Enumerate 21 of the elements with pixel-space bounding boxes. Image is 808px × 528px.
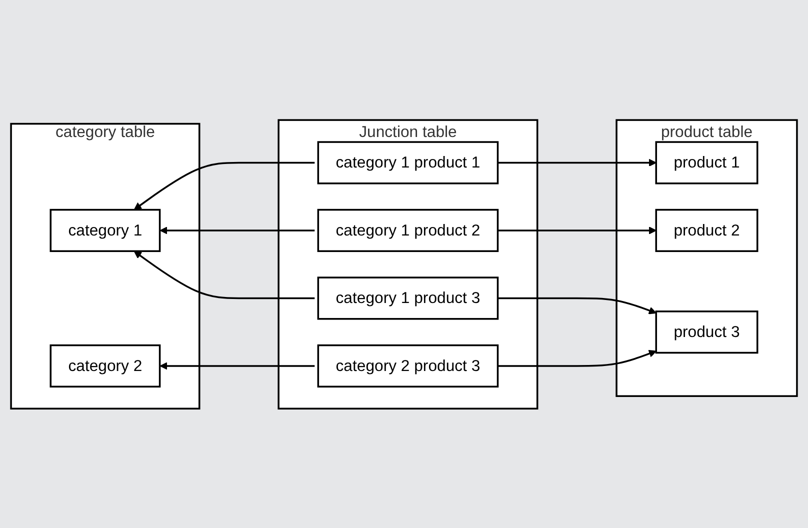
arrow	[134, 250, 315, 299]
node-box	[317, 344, 499, 388]
arrow	[160, 362, 315, 370]
node-box	[655, 208, 758, 252]
node-box	[655, 140, 758, 184]
arrow	[498, 226, 656, 234]
diagram: category table Junction table product table category 1 category 2 category 1 product 1 category 1 product 2 category 1 product 3 category 2 product 3 product 1 product 2 product 3	[4, 112, 804, 416]
node-box	[655, 310, 758, 354]
arrow	[498, 158, 656, 166]
arrow	[160, 226, 315, 234]
node-box	[50, 208, 161, 252]
node-box	[317, 276, 499, 320]
cluster	[278, 118, 538, 410]
arrow	[498, 296, 656, 314]
node-box	[317, 208, 499, 252]
cluster	[10, 122, 200, 410]
cluster	[616, 118, 798, 397]
arrow	[134, 162, 315, 210]
arrow	[498, 350, 656, 366]
node-box	[317, 140, 499, 184]
node-box	[50, 344, 161, 388]
